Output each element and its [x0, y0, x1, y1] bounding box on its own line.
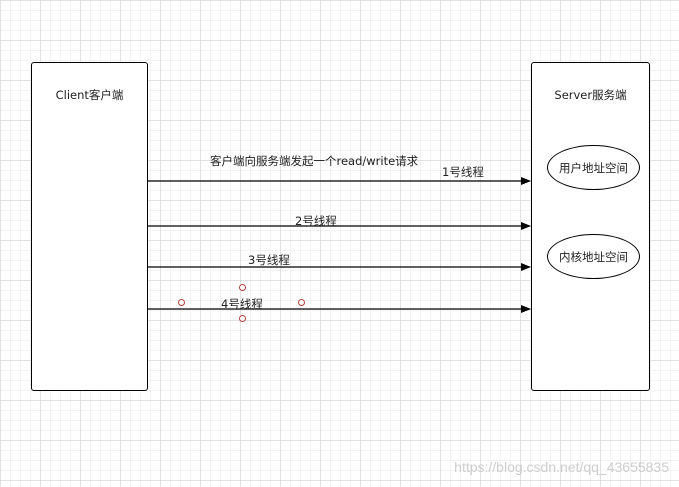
selection-handle-right[interactable]	[298, 299, 305, 306]
server-box[interactable]: Server服务端	[531, 62, 650, 391]
thread-4-label[interactable]: 4号线程	[221, 297, 263, 311]
selection-handle-top[interactable]	[239, 284, 246, 291]
thread-2-label: 2号线程	[295, 214, 337, 228]
kernel-address-space-ellipse[interactable]: 内核地址空间	[547, 234, 640, 279]
thread-3-label: 3号线程	[248, 253, 290, 267]
thread-1-label: 1号线程	[442, 165, 484, 179]
user-address-space-ellipse[interactable]: 用户地址空间	[547, 145, 640, 190]
watermark: https://blog.csdn.net/qq_43655835	[454, 459, 669, 475]
client-box[interactable]: Client客户端	[31, 62, 148, 391]
client-label: Client客户端	[55, 88, 124, 102]
user-address-space-label: 用户地址空间	[559, 160, 628, 175]
request-caption: 客户端向服务端发起一个read/write请求	[210, 154, 419, 168]
selection-handle-bottom[interactable]	[239, 315, 246, 322]
selection-handle-left[interactable]	[178, 299, 185, 306]
server-label: Server服务端	[554, 88, 627, 102]
kernel-address-space-label: 内核地址空间	[559, 249, 628, 264]
